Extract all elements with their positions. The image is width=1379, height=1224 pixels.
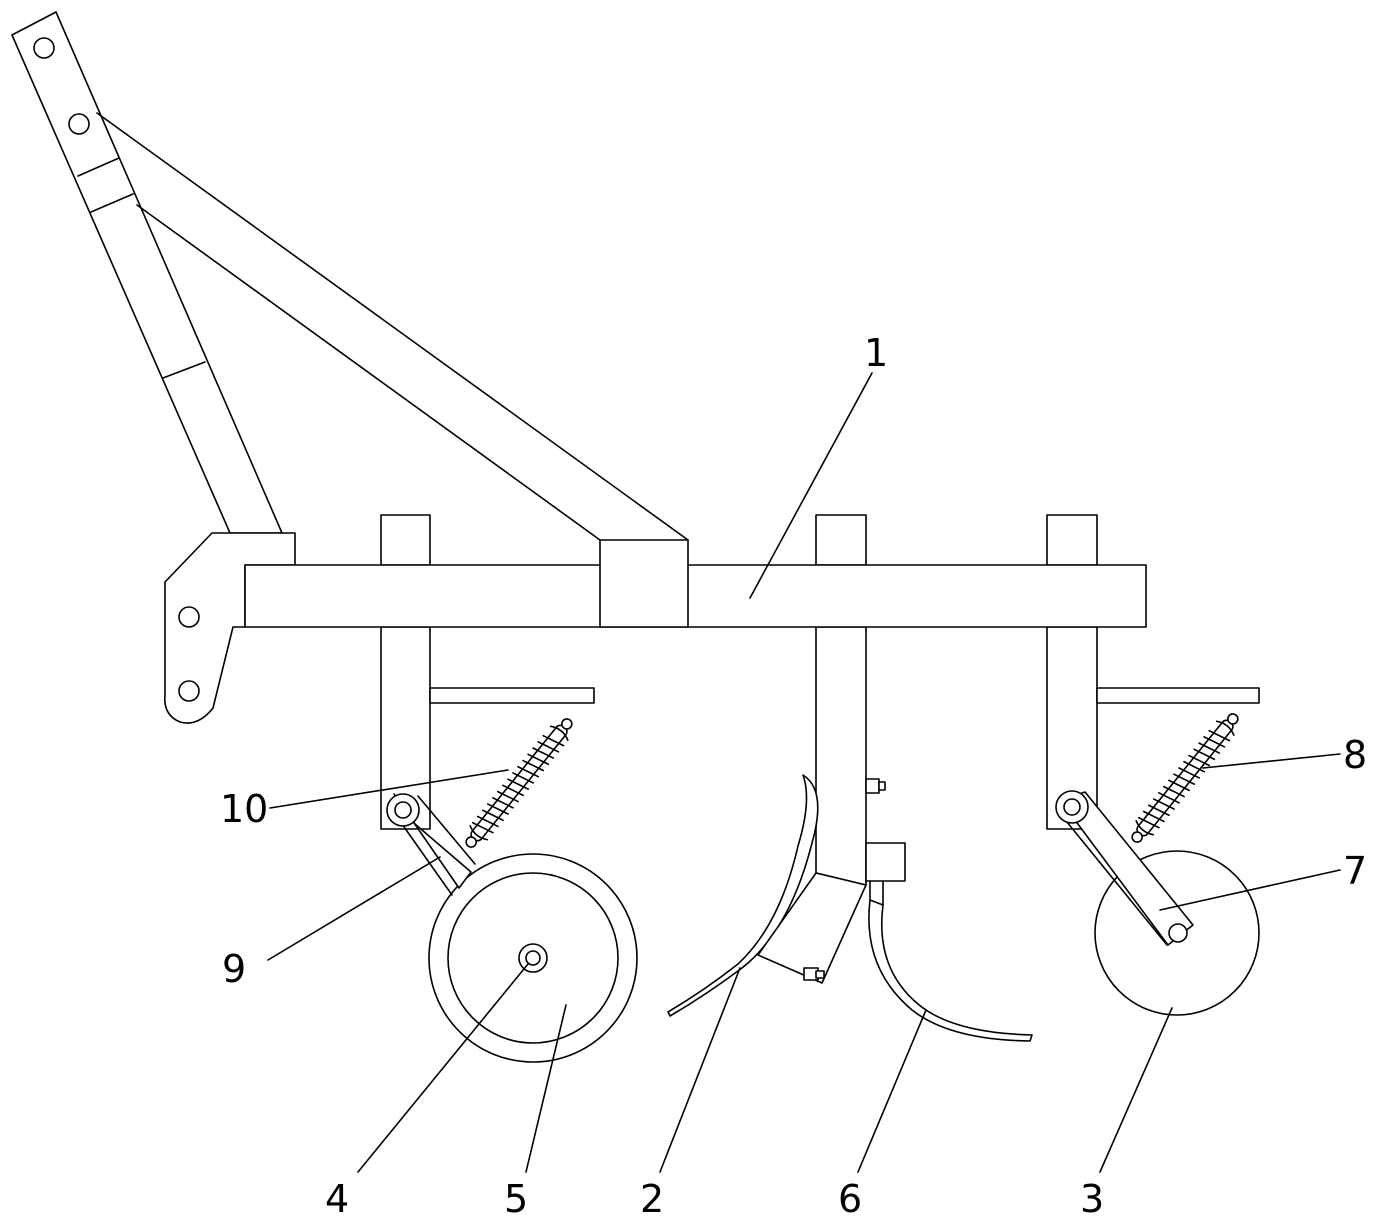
label-front-pivot-arm: 9 xyxy=(222,947,246,991)
label-axle: 4 xyxy=(325,1177,349,1221)
label-frame: 1 xyxy=(864,331,888,375)
rear-arm-pivot-upper xyxy=(1056,791,1088,823)
label-rear-press-wheel: 3 xyxy=(1080,1177,1104,1221)
mast-hole-second xyxy=(69,114,89,134)
hitch-plate xyxy=(165,533,295,723)
label-rear-spring: 8 xyxy=(1343,733,1367,777)
rear-spring xyxy=(1125,708,1244,848)
main-frame xyxy=(245,540,1146,627)
hitch-mast xyxy=(12,12,282,533)
curved-tine xyxy=(866,843,1032,1041)
label-shovel-coulter: 2 xyxy=(640,1177,664,1221)
front-axle-hub xyxy=(519,944,547,972)
label-front-gauge-wheel: 5 xyxy=(504,1177,528,1221)
label-front-spring: 10 xyxy=(220,787,268,831)
front-arm-pivot xyxy=(387,794,419,826)
mast-hole-top xyxy=(34,38,54,58)
label-rear-pivot-arm: 7 xyxy=(1343,849,1367,893)
brace-clamp xyxy=(600,540,688,627)
hitch-hole-lower xyxy=(179,681,199,701)
shank-bolt xyxy=(866,779,885,793)
front-spring xyxy=(459,713,578,853)
label-curved-tine: 6 xyxy=(838,1177,862,1221)
hitch-hole-upper xyxy=(179,607,199,627)
rear-arm-pivot-lower xyxy=(1169,924,1187,942)
